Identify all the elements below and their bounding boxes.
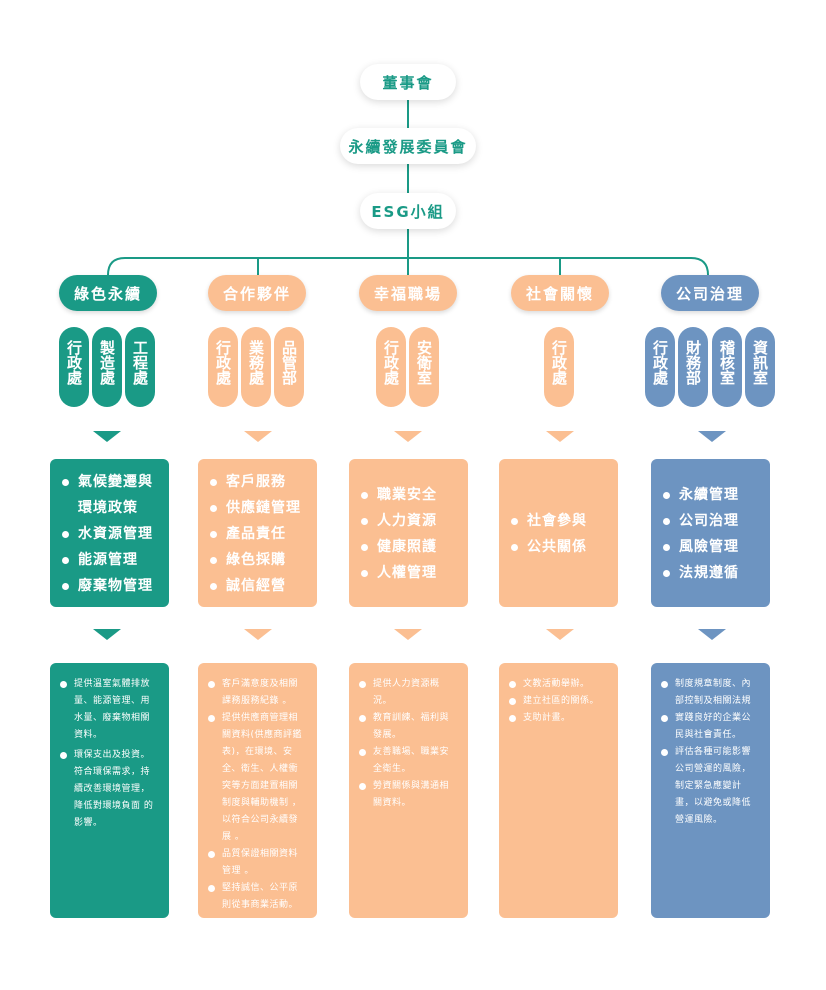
dept-admin: 行政處	[59, 327, 89, 407]
detail-item: 提供供應商管理相關資料(供應商評鑑表)，在環境、安全、衛生、人權衝突等方面建置相…	[198, 710, 317, 846]
down-arrow-icon	[394, 629, 422, 640]
detail-item: 制度規章制度、內部控制及相關法規	[651, 676, 770, 710]
topic-item: 產品責任	[198, 521, 317, 547]
topic-item: 氣候變遷與	[50, 469, 169, 495]
topics-box-social: 社會參與 公共關係	[499, 459, 618, 607]
dept-business: 業務處	[241, 327, 271, 407]
committee-node: 永續發展委員會	[340, 128, 476, 164]
category-green-sustainability: 綠色永續	[59, 275, 157, 311]
down-arrow-icon	[546, 431, 574, 442]
detail-item: 提供溫室氣體排放量、能源管理、用水量、廢棄物相關資料。	[50, 676, 169, 744]
topic-item-continued: 環境政策	[78, 500, 138, 516]
detail-item: 品質保證相關資料管理 。	[198, 846, 317, 880]
topics-box-workplace: 職業安全 人力資源 健康照護 人權管理	[349, 459, 468, 607]
topic-item: 公共關係	[499, 534, 618, 560]
dept-safety: 安衛室	[409, 327, 439, 407]
topic-item: 職業安全	[349, 482, 468, 508]
down-arrow-icon	[244, 431, 272, 442]
topic-item: 社會參與	[499, 508, 618, 534]
dept-engineering: 工程處	[125, 327, 155, 407]
dept-admin: 行政處	[645, 327, 675, 407]
details-box-green: 提供溫室氣體排放量、能源管理、用水量、廢棄物相關資料。 環保支出及投資。符合環保…	[50, 663, 169, 918]
detail-item: 實踐良好的企業公民與社會責任。	[651, 710, 770, 744]
topic-item: 健康照護	[349, 534, 468, 560]
dept-it: 資訊室	[745, 327, 775, 407]
topic-item: 人權管理	[349, 560, 468, 586]
detail-item: 提供人力資源概況。	[349, 676, 468, 710]
down-arrow-icon	[93, 431, 121, 442]
category-partners: 合作夥伴	[208, 275, 306, 311]
topic-item: 永續管理	[651, 482, 770, 508]
topic-item: 法規遵循	[651, 560, 770, 586]
down-arrow-icon	[394, 431, 422, 442]
down-arrow-icon	[546, 629, 574, 640]
topic-item: 能源管理	[50, 547, 169, 573]
details-box-partners: 客戶滿意度及相關課務服務紀錄 。 提供供應商管理相關資料(供應商評鑑表)，在環境…	[198, 663, 317, 918]
down-arrow-icon	[244, 629, 272, 640]
detail-item: 勞資關係與溝通相關資料。	[349, 778, 468, 812]
topic-item: 人力資源	[349, 508, 468, 534]
topic-item: 公司治理	[651, 508, 770, 534]
dept-admin: 行政處	[544, 327, 574, 407]
detail-item: 支助計畫。	[499, 710, 618, 727]
dept-audit: 稽核室	[712, 327, 742, 407]
detail-item: 友善職場、職業安全衛生。	[349, 744, 468, 778]
category-governance: 公司治理	[661, 275, 759, 311]
detail-item: 環保支出及投資。符合環保需求，持續改善環境管理，降低對環境負面 的影響。	[50, 747, 169, 832]
esg-group-node: ESG小組	[360, 193, 456, 229]
details-box-social: 文教活動舉辦。 建立社區的關係。 支助計畫。	[499, 663, 618, 918]
details-box-workplace: 提供人力資源概況。 教育訓練、福利與發展。 友善職場、職業安全衛生。 勞資關係與…	[349, 663, 468, 918]
category-happy-workplace: 幸福職場	[359, 275, 457, 311]
topic-item: 客戶服務	[198, 469, 317, 495]
detail-item: 建立社區的關係。	[499, 693, 618, 710]
dept-admin: 行政處	[208, 327, 238, 407]
topic-item: 風險管理	[651, 534, 770, 560]
topics-box-green: 氣候變遷與 環境政策 水資源管理 能源管理 廢棄物管理	[50, 459, 169, 607]
dept-admin: 行政處	[376, 327, 406, 407]
dept-finance: 財務部	[678, 327, 708, 407]
topic-item: 水資源管理	[50, 521, 169, 547]
topics-box-partners: 客戶服務 供應鏈管理 產品責任 綠色採購 誠信經營	[198, 459, 317, 607]
topic-item: 供應鏈管理	[198, 495, 317, 521]
details-box-governance: 制度規章制度、內部控制及相關法規 實踐良好的企業公民與社會責任。 評估各種可能影…	[651, 663, 770, 918]
category-social-care: 社會關懷	[511, 275, 609, 311]
dept-manufacturing: 製造處	[92, 327, 122, 407]
board-node: 董事會	[360, 64, 456, 100]
down-arrow-icon	[698, 431, 726, 442]
dept-quality: 品管部	[274, 327, 304, 407]
detail-item: 文教活動舉辦。	[499, 676, 618, 693]
down-arrow-icon	[93, 629, 121, 640]
detail-item: 堅持誠信、公平原則從事商業活動。	[198, 880, 317, 914]
detail-item: 客戶滿意度及相關課務服務紀錄 。	[198, 676, 317, 710]
detail-item: 評估各種可能影響公司營運的風險，制定緊急應變計畫，以避免或降低營運風險。	[651, 744, 770, 829]
topic-item: 誠信經營	[198, 573, 317, 599]
topic-item: 廢棄物管理	[50, 573, 169, 599]
detail-item: 教育訓練、福利與發展。	[349, 710, 468, 744]
topics-box-governance: 永續管理 公司治理 風險管理 法規遵循	[651, 459, 770, 607]
topic-item: 綠色採購	[198, 547, 317, 573]
down-arrow-icon	[698, 629, 726, 640]
